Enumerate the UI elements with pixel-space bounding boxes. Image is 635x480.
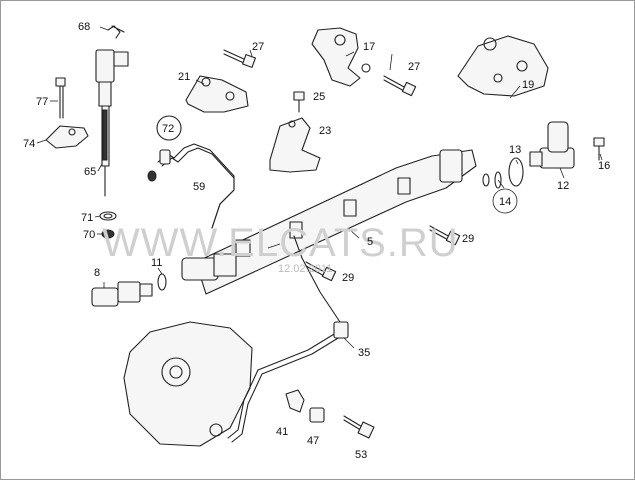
watermark-text: WWW.ELCATS.RU [102,221,459,265]
label-72: 72 [162,123,174,135]
label-12: 12 [557,180,569,192]
label-23: 23 [319,125,331,137]
seal-11 [157,273,167,291]
label-11: 11 [151,257,162,269]
ring-14 [482,171,502,189]
bolt-27a [223,49,256,68]
label-5: 5 [367,236,373,248]
washer-71 [99,211,117,221]
bolt-27b [383,75,417,97]
clamp-74 [45,125,89,149]
bolt-53 [343,415,375,439]
rail-5 [181,149,477,295]
sensor-8 [91,281,153,307]
label-77: 77 [36,96,48,108]
label-74: 74 [23,138,35,150]
leak-line-59 [147,115,235,229]
bracket-21 [185,75,249,113]
label-8: 8 [94,267,100,279]
label-47: 47 [307,435,319,447]
o-ring-13 [508,157,524,187]
bracket-17 [311,27,371,87]
label-65: 65 [84,166,96,178]
label-59: 59 [193,181,205,193]
screw-16 [593,137,605,161]
label-70: 70 [83,229,95,241]
label-21: 21 [178,71,190,83]
label-27a: 27 [252,41,264,53]
label-53: 53 [355,449,367,461]
label-14: 14 [499,196,511,208]
clip-41 [285,389,305,413]
valve-12 [529,121,575,169]
bolt-25 [293,91,305,113]
label-27b: 27 [408,61,420,73]
label-71: 71 [81,212,93,224]
injector-part [95,25,129,197]
damper-47 [309,407,325,423]
label-35: 35 [358,347,370,359]
label-13: 13 [509,144,521,156]
label-19: 19 [522,79,534,91]
label-29a: 29 [462,233,474,245]
label-29b: 29 [342,272,354,284]
label-25: 25 [313,91,325,103]
label-41: 41 [276,426,288,438]
watermark-date: 12.02.2011 [278,263,332,275]
label-17: 17 [363,41,375,53]
label-68: 68 [78,21,90,33]
bolt-29a [429,225,461,246]
callout-labels: 68 77 74 65 71 70 8 11 72 59 21 27 25 23… [23,21,610,461]
high-pressure-pump [123,321,253,447]
pressure-line-35 [227,235,349,443]
bolt-29b [305,261,337,282]
bolt-77 [55,77,66,119]
label-16: 16 [598,160,610,172]
bracket-19 [457,35,549,97]
bracket-23 [269,117,321,173]
callout-ring-14 [492,188,518,214]
leader-lines [36,26,603,349]
